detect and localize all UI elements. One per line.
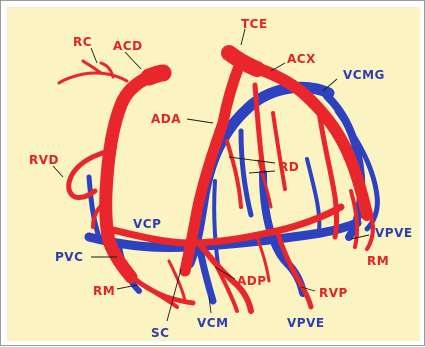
label-ada: ADA [151,112,181,126]
rc-branch-1 [59,73,127,83]
right-posterior-ventricular [277,231,311,307]
diagonal-branch-2 [227,141,241,207]
label-acx: ACX [287,52,316,66]
label-rvd: RVD [29,153,59,167]
leader-rc [91,48,97,63]
leader-acx [271,63,285,71]
adp-branch [215,263,237,311]
label-rd: RD [279,160,299,174]
leader-sc [167,269,181,321]
leader-rd-1 [229,157,275,163]
label-vcm: VCM [197,316,229,330]
label-pvc: PVC [55,250,83,264]
label-rc: RC [73,35,92,49]
label-vcmg: VCMG [343,68,385,82]
leader-rvd [53,166,63,177]
label-rm-right: RM [367,254,389,268]
diagonal-branch-3 [273,113,285,189]
label-adp: ADP [237,274,267,288]
rc-branch-2 [83,61,101,73]
rca-origin-bulge [149,73,163,77]
label-acd: ACD [113,39,143,53]
leader-tce [241,29,245,45]
label-vpve-right: VPVE [375,226,413,240]
middle-vein-branch [214,181,219,271]
label-tce: TCE [241,17,268,31]
label-rvp: RVP [319,286,348,300]
label-vcp: VCP [133,217,161,231]
leader-acd [125,52,141,69]
label-rm-left: RM [93,284,115,298]
label-sc: SC [151,326,169,340]
label-vpve-bottom: VPVE [287,316,325,330]
leader-ada [187,119,213,123]
